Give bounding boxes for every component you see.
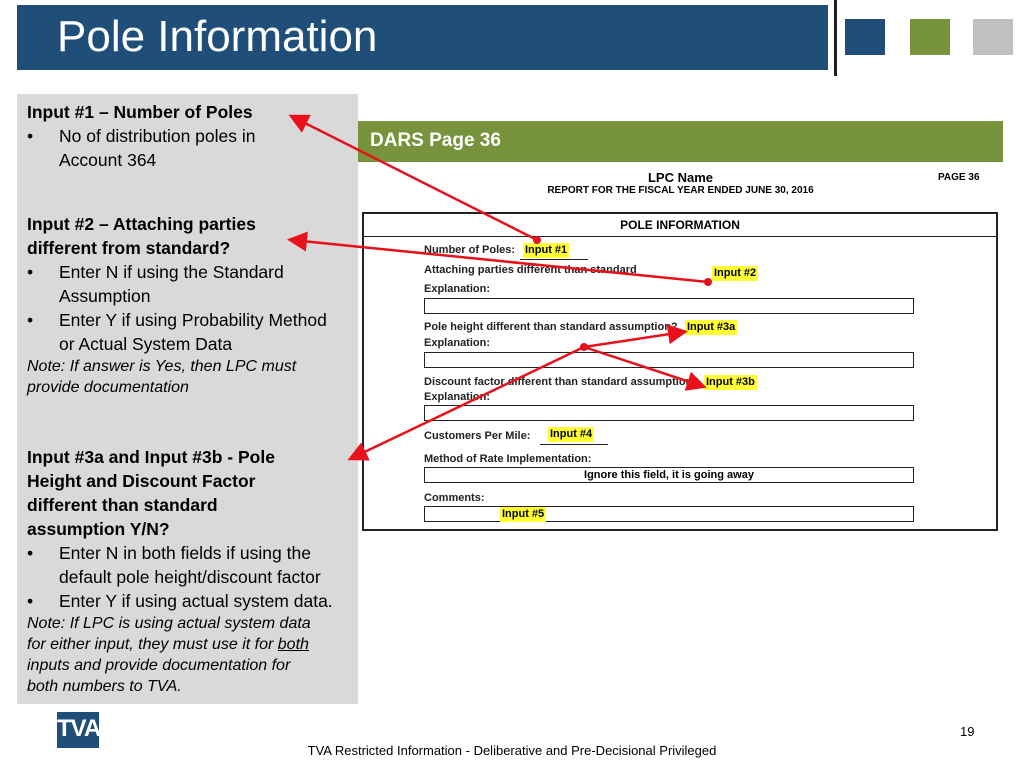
input2-highlight: Input #2: [712, 266, 759, 281]
input1-highlight: Input #1: [523, 243, 570, 258]
gray-square: [973, 19, 1013, 55]
dars-label: DARS Page 36: [370, 130, 501, 151]
customers-label: Customers Per Mile:: [424, 430, 531, 442]
input3-note: Note: If LPC is using actual system data: [27, 615, 311, 632]
input3-note-both: both: [277, 636, 309, 653]
tva-logo: TVA: [57, 712, 101, 748]
input3-heading-4: assumption Y/N?: [27, 519, 170, 539]
arrow-input1: [288, 114, 538, 242]
title-bar: Pole Information: [17, 5, 828, 70]
arrow-input3a: [583, 324, 688, 349]
title-divider: [834, 0, 837, 76]
lpc-name: LPC Name: [647, 170, 714, 185]
input3a-highlight: Input #3a: [685, 320, 738, 335]
arrow-input2-dot: [704, 278, 712, 286]
comments-field[interactable]: [424, 506, 914, 522]
bullet: •: [27, 591, 34, 611]
input3-heading-3: different than standard: [27, 495, 218, 515]
arrow-input3-dot: [580, 343, 588, 351]
input2-bullet2-cont: or Actual System Data: [59, 334, 233, 354]
input2-bullet2: Enter Y if using Probability Method: [59, 310, 327, 330]
pole-information-form: POLE INFORMATION: [362, 212, 998, 531]
input2-bullet1-cont: Assumption: [59, 286, 151, 306]
input3-note-2a: for either input, they must use it for: [27, 636, 278, 653]
input3-note-3: inputs and provide documentation for: [27, 657, 291, 674]
explanation1-field[interactable]: [424, 298, 914, 314]
page-number: 19: [960, 724, 975, 739]
input2-heading-cont: different from standard?: [27, 238, 231, 258]
bullet: •: [27, 310, 34, 330]
input5-highlight: Input #5: [500, 507, 547, 522]
explanation3-field[interactable]: [424, 405, 914, 421]
pole-height-label: Pole height different than standard assu…: [424, 321, 678, 333]
arrow-input2: [287, 231, 709, 284]
input3-bullet1: Enter N in both fields if using the: [59, 543, 311, 563]
explanation2-label: Explanation:: [424, 337, 491, 349]
num-poles-underline: [520, 259, 588, 260]
dars-report: LPC Name REPORT FOR THE FISCAL YEAR ENDE…: [358, 162, 1003, 531]
dars-header: DARS Page 36: [358, 121, 1003, 162]
green-square: [910, 19, 950, 55]
input3-heading-2: Height and Discount Factor: [27, 471, 256, 491]
instructions-panel: Input #1 – Number of Poles • No of distr…: [17, 94, 358, 704]
input1-bullet: No of distribution poles in: [59, 126, 256, 146]
input2-bullet1: Enter N if using the Standard: [59, 262, 284, 282]
input3-note-4: both numbers to TVA.: [27, 678, 182, 695]
customers-underline: [540, 444, 608, 445]
input3-bullet2: Enter Y if using actual system data.: [59, 591, 333, 611]
footer-text: TVA Restricted Information - Deliberativ…: [307, 743, 717, 758]
method-label: Method of Rate Implementation:: [424, 453, 592, 465]
input4-highlight: Input #4: [548, 427, 595, 442]
input3-heading: Input #3a and Input #3b - Pole: [27, 447, 275, 467]
input1-heading: Input #1 – Number of Poles: [27, 102, 253, 122]
bullet: •: [27, 543, 34, 563]
num-poles-label: Number of Poles:: [424, 244, 516, 256]
tva-logo-text: TVA: [57, 715, 101, 742]
bullet: •: [27, 126, 34, 146]
arrow-input3: [347, 345, 585, 461]
input3b-highlight: Input #3b: [704, 375, 757, 390]
blue-square: [845, 19, 885, 55]
attaching-label: Attaching parties different than standar…: [424, 264, 637, 276]
explanation1-label: Explanation:: [424, 283, 491, 295]
report-page: PAGE 36: [938, 172, 980, 183]
discount-label: Discount factor different than standard …: [424, 376, 700, 388]
input3-note-2: for either input, they must use it for b…: [27, 634, 357, 655]
comments-label: Comments:: [424, 492, 485, 504]
input2-note: Note: If answer is Yes, then LPC must: [27, 358, 297, 375]
input2-note-cont: provide documentation: [27, 379, 189, 396]
input3-bullet1-cont: default pole height/discount factor: [59, 567, 321, 587]
arrow-input3b: [583, 345, 707, 391]
report-for: REPORT FOR THE FISCAL YEAR ENDED JUNE 30…: [547, 185, 814, 196]
arrow-input1-dot: [533, 236, 541, 244]
input2-heading: Input #2 – Attaching parties: [27, 214, 256, 234]
method-field[interactable]: Ignore this field, it is going away: [424, 467, 914, 483]
bullet: •: [27, 262, 34, 282]
input1-bullet-cont: Account 364: [59, 150, 157, 170]
page-title: Pole Information: [57, 12, 378, 61]
form-header: POLE INFORMATION: [364, 214, 996, 237]
